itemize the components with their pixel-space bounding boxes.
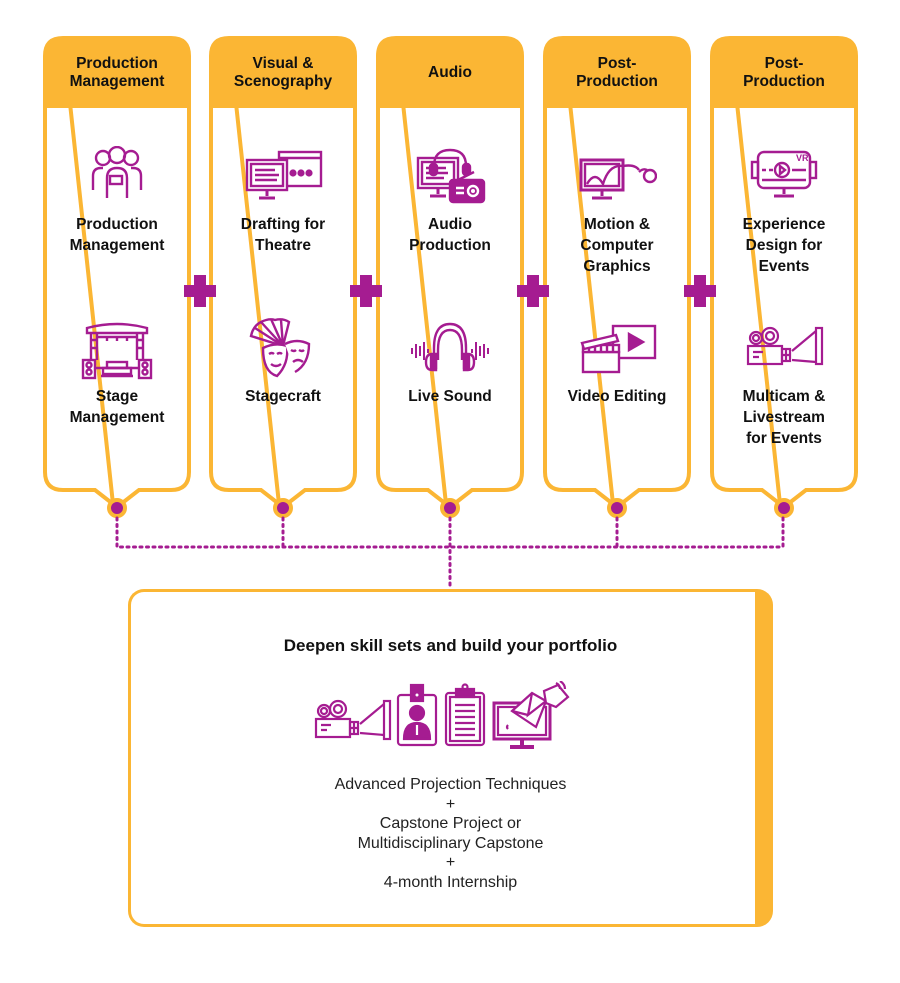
plus-connector-icon: [184, 275, 216, 307]
connector-dot-icon: [273, 498, 293, 518]
column-header: Production Management: [45, 38, 189, 108]
clipboard-icon: [444, 683, 486, 747]
connector-dot-icon: [607, 498, 627, 518]
3d-design-monitor-icon: [492, 680, 570, 749]
skill-label: Production Management: [69, 216, 165, 254]
plus-connector-icon: [350, 275, 382, 307]
motion-graphics-icon: [579, 158, 657, 200]
connector-line-1: [115, 516, 785, 549]
summary-title: Deepen skill sets and build your portfol…: [283, 636, 618, 655]
skill-label: Live Sound: [408, 388, 492, 405]
track-column-production-management: Production Management Production Managem…: [45, 38, 189, 492]
summary-icon-row: [312, 680, 602, 753]
plus-connector-icon: [517, 275, 549, 307]
connector-dot-icon: [440, 498, 460, 518]
track-column-visual-scenography: Visual & Scenography Drafting for Theatr…: [211, 38, 355, 492]
projector-icon: [746, 326, 824, 366]
column-header: Visual & Scenography: [211, 38, 355, 108]
id-badge-icon: [396, 683, 438, 747]
portfolio-summary-card: Deepen skill sets and build your portfol…: [128, 589, 773, 927]
stage-icon: [81, 322, 153, 380]
skill-audio-production: Audio Production: [378, 146, 522, 256]
summary-line-projection: Advanced Projection Techniques: [334, 776, 567, 793]
summary-description: Advanced Projection Techniques + Capston…: [128, 775, 773, 892]
column-header-label: Post- Production: [576, 55, 658, 90]
skill-label: Stagecraft: [245, 388, 321, 405]
column-header-label: Audio: [428, 64, 472, 81]
card-body: [128, 589, 755, 927]
projector-icon: [314, 699, 392, 741]
svg-text:VR: VR: [796, 153, 809, 163]
plus-connector-icon: [684, 275, 716, 307]
skill-video-editing: Video Editing: [545, 318, 689, 407]
skill-stagecraft: Stagecraft: [211, 318, 355, 407]
skill-live-sound: Live Sound: [378, 318, 522, 407]
skill-production-management: Production Management: [45, 146, 189, 256]
skill-motion-computer-graphics: Motion & Computer Graphics: [545, 146, 689, 277]
skill-label: Drafting for Theatre: [240, 216, 326, 254]
skill-label: Experience Design for Events: [742, 216, 826, 275]
skill-multicam-livestream: Multicam & Livestream for Events: [712, 318, 856, 449]
vr-headset-icon: VR: [750, 150, 818, 198]
skill-stage-management: Stage Management: [45, 318, 189, 428]
skill-label: Motion & Computer Graphics: [580, 216, 654, 275]
skill-label: Stage Management: [69, 388, 165, 426]
headphones-icon: [411, 322, 489, 372]
connector-dot-icon: [107, 498, 127, 518]
column-header: Audio: [378, 38, 522, 108]
track-column-audio: Audio Audio Production Live Sound: [378, 38, 522, 492]
column-header-label: Post- Production: [743, 55, 825, 90]
skill-experience-design-events: VR Experience Design for Events: [712, 146, 856, 277]
summary-line-plus: +: [445, 854, 456, 871]
column-header: Post- Production: [712, 38, 856, 108]
skill-label: Multicam & Livestream for Events: [742, 388, 826, 447]
theatre-masks-icon: [249, 318, 311, 378]
track-column-post-production: Post- Production Motion & Computer Graph…: [545, 38, 689, 492]
skill-drafting-for-theatre: Drafting for Theatre: [211, 146, 355, 256]
summary-line-internship: 4-month Internship: [383, 873, 518, 891]
skill-label: Video Editing: [567, 388, 667, 405]
column-header-label: Production Management: [69, 55, 165, 90]
video-editing-icon: [580, 324, 657, 374]
column-header-label: Visual & Scenography: [233, 55, 333, 90]
column-header: Post- Production: [545, 38, 689, 108]
team-icon: [91, 146, 143, 198]
drafting-screens-icon: [245, 150, 323, 200]
track-column-post-production-events: Post- Production VR Experience Design fo…: [712, 38, 856, 492]
summary-line-plus: +: [445, 795, 456, 813]
summary-line-capstone: Capstone Project or Multidisciplinary Ca…: [357, 815, 544, 852]
audio-production-icon: [416, 148, 486, 204]
skill-label: Audio Production: [409, 216, 491, 254]
connector-dot-icon: [774, 498, 794, 518]
